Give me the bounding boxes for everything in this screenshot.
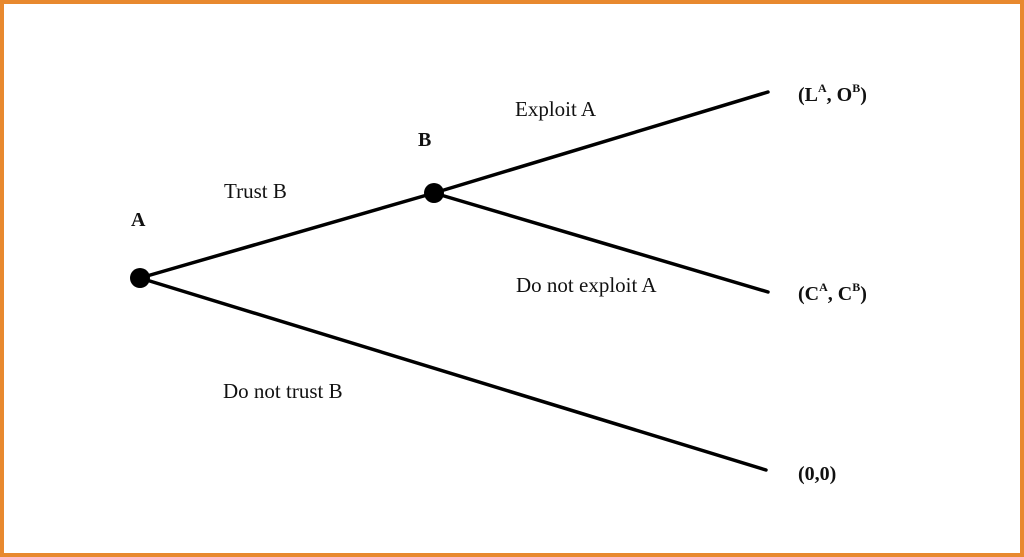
payoff-exploit-sup-1: A — [818, 81, 827, 95]
edge-do-not-exploit-a — [432, 191, 770, 294]
edge-label-trust-b: Trust B — [224, 179, 287, 203]
edge-label-do-not-exploit-a: Do not exploit A — [516, 273, 657, 297]
payoff-exploit: (LA, OB) — [798, 81, 867, 106]
node-b — [424, 183, 444, 203]
edge-label-exploit-a: Exploit A — [515, 97, 597, 121]
payoff-exploit-open: (L — [798, 84, 818, 106]
payoff-not-exploit-close: ) — [860, 283, 867, 305]
payoff-not-exploit-open: (C — [798, 283, 819, 305]
edge-do-not-trust-b — [138, 276, 768, 472]
payoff-do-not-trust: (0,0) — [798, 463, 836, 485]
node-a-label: A — [131, 209, 146, 231]
payoff-not-exploit-sup-1: A — [819, 280, 828, 294]
payoff-exploit-sup-2: B — [852, 81, 860, 95]
edge-trust-b — [138, 191, 436, 280]
payoff-not-exploit-mid: , C — [828, 283, 852, 305]
edge-label-do-not-trust-b: Do not trust B — [223, 379, 343, 403]
payoff-not-exploit-sup-2: B — [852, 280, 860, 294]
payoff-do-not-exploit: (CA, CB) — [798, 280, 867, 305]
node-a — [130, 268, 150, 288]
payoff-exploit-mid: , O — [827, 84, 853, 106]
node-b-label: B — [418, 129, 431, 151]
edge-exploit-a — [432, 90, 770, 195]
payoff-exploit-close: ) — [860, 84, 867, 106]
